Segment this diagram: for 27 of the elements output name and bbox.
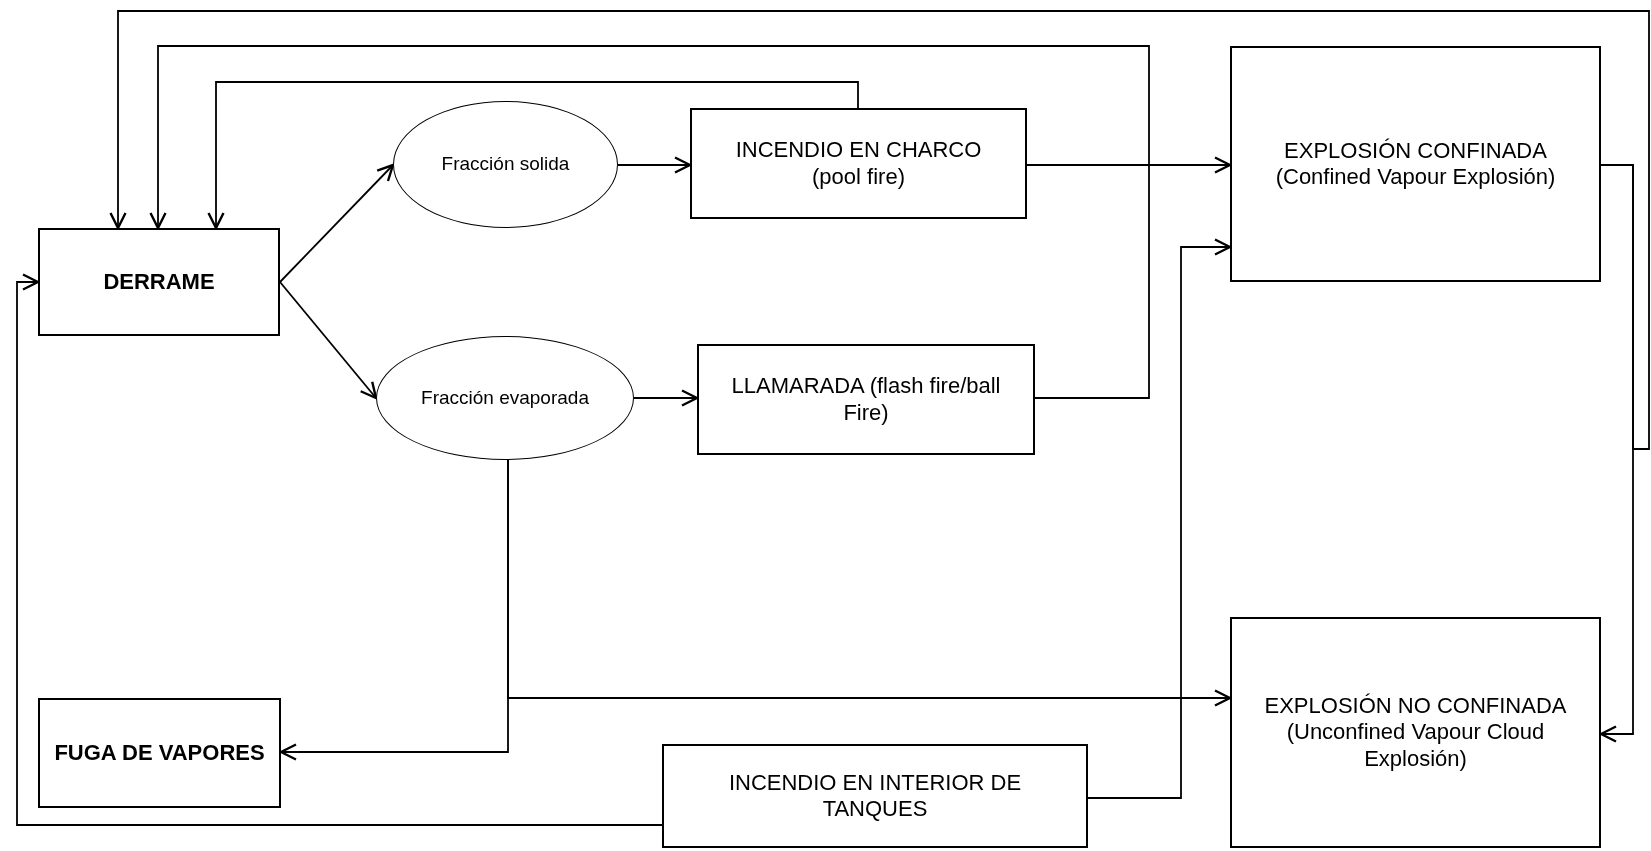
arrow: [279, 281, 378, 400]
node-label: INCENDIO EN CHARCO (pool fire): [734, 137, 983, 190]
node-label: EXPLOSIÓN NO CONFINADA (Unconfined Vapour Cloud Explosión): [1263, 692, 1568, 773]
node-label: DERRAME: [103, 268, 215, 296]
arrow: [1087, 238, 1232, 799]
node-label: Fracción solida: [441, 153, 570, 176]
arrow: [617, 156, 692, 174]
process-box: [697, 344, 1035, 455]
process-box: [38, 228, 280, 336]
arrow: [109, 10, 1650, 450]
arrow: [1026, 156, 1232, 174]
arrow: [279, 163, 395, 283]
node-label: EXPLOSIÓN CONFINADA (Confined Vapour Explosión): [1274, 137, 1557, 191]
arrow: [633, 389, 699, 407]
node-label: FUGA DE VAPORES: [54, 739, 265, 767]
arrow: [507, 459, 1232, 707]
process-box: [662, 744, 1088, 848]
node-label: INCENDIO EN INTERIOR DE TANQUES: [727, 769, 1023, 823]
process-box: [690, 108, 1027, 219]
process-box: [1230, 617, 1601, 848]
process-box: [38, 698, 281, 808]
arrow: [207, 81, 859, 230]
process-box: [1230, 46, 1601, 282]
node-label: LLAMARADA (flash fire/ball Fire): [730, 373, 1002, 426]
node-label: Fracción evaporada: [421, 386, 589, 410]
arrow: [16, 273, 663, 826]
arrow: [149, 45, 1150, 399]
